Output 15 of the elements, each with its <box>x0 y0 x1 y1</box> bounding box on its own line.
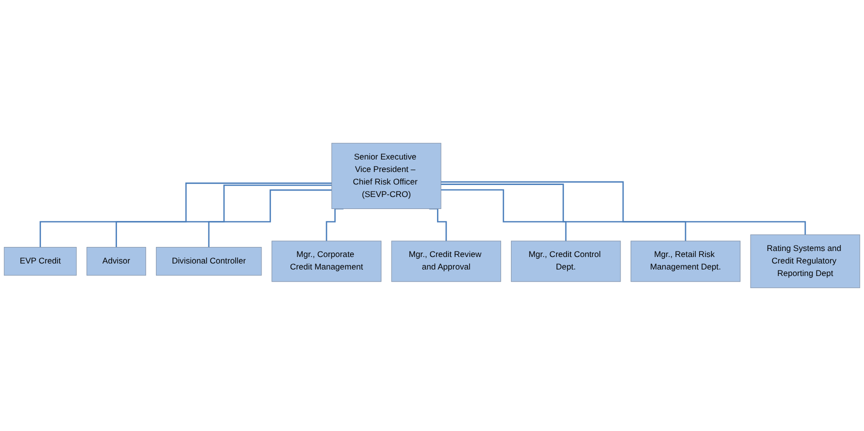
connector <box>440 189 566 242</box>
node-box: Mgr., Credit Review and Approval <box>391 240 502 282</box>
node-box: Senior Executive Vice President – Chief Risk Officer (SEVP-CRO) <box>331 142 442 209</box>
node-box: EVP Credit <box>4 246 77 276</box>
node-box: Mgr., Credit Control Dept. <box>510 240 621 282</box>
connector <box>116 184 332 248</box>
node-box: Mgr., Corporate Credit Management <box>272 240 382 282</box>
node-box: Rating Systems and Credit Regulatory Reporting Dept <box>750 234 860 288</box>
node-box: Advisor <box>86 246 146 276</box>
node-box: Divisional Controller <box>156 246 262 276</box>
connector <box>208 189 332 248</box>
connector <box>40 182 332 248</box>
node-box: Mgr., Retail Risk Management Dept. <box>630 240 740 282</box>
connector <box>440 181 806 236</box>
connector <box>440 184 686 242</box>
